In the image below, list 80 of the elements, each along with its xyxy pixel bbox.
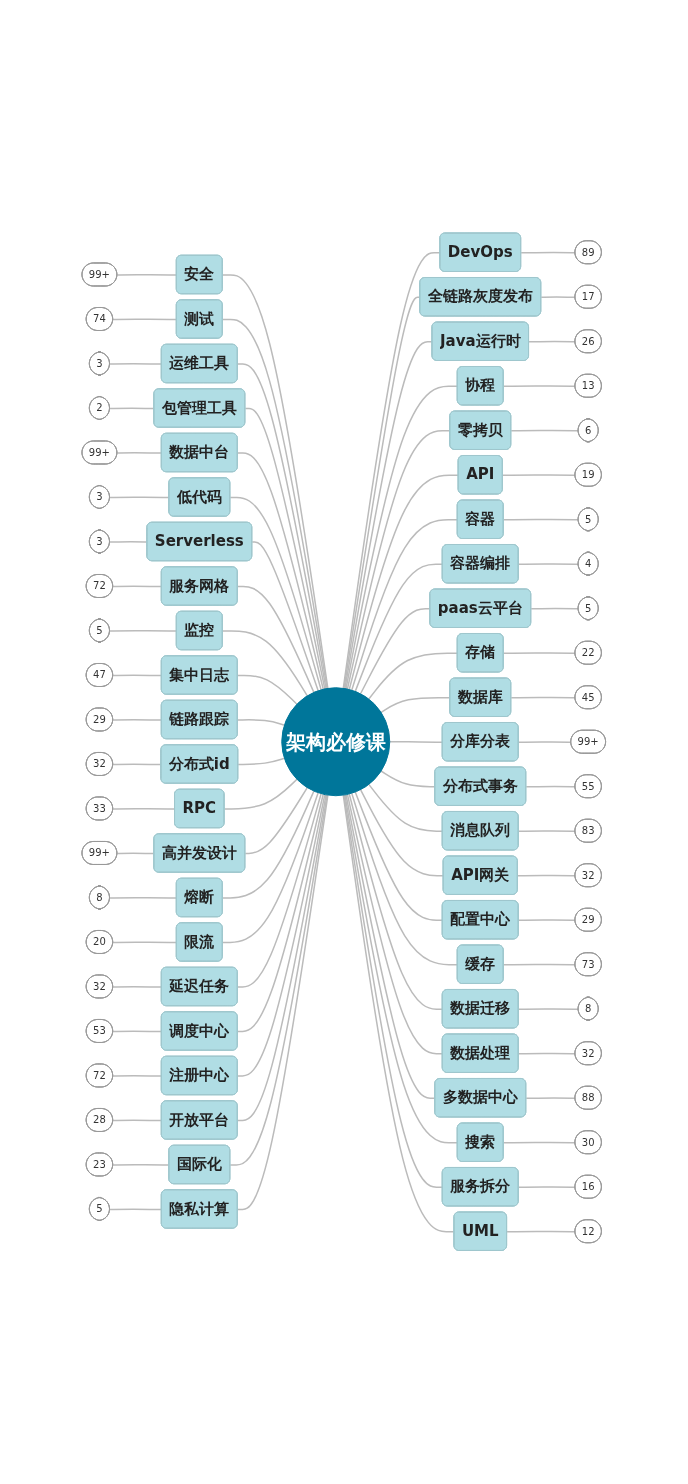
connector [244, 787, 309, 855]
connector [237, 793, 325, 1033]
connector [237, 757, 286, 766]
connector [112, 585, 163, 588]
connector [502, 474, 577, 477]
connector [109, 897, 178, 899]
connector [389, 741, 444, 744]
connector [251, 541, 320, 692]
connector [109, 496, 171, 499]
connector [368, 652, 459, 701]
connector [342, 252, 442, 690]
connector [112, 719, 163, 721]
connector [503, 518, 580, 521]
connector [112, 986, 163, 988]
connector [237, 363, 327, 690]
connector [222, 630, 309, 697]
connector [229, 794, 328, 1166]
connector [237, 793, 323, 988]
connector [237, 452, 325, 691]
connector [237, 794, 329, 1211]
connector [112, 1075, 163, 1077]
connector [112, 674, 163, 677]
connector [112, 318, 178, 321]
connector [346, 793, 444, 1055]
connector [510, 696, 577, 699]
connector [368, 783, 444, 833]
connector [510, 429, 580, 432]
connector [518, 919, 577, 922]
connector [116, 274, 178, 276]
connector [348, 474, 460, 691]
connector [109, 630, 178, 632]
connector [344, 341, 434, 690]
connector [244, 407, 326, 690]
connector [222, 790, 315, 899]
connector [503, 385, 577, 388]
connector [525, 1097, 577, 1100]
connector [112, 808, 176, 810]
connector [229, 496, 323, 691]
connector [112, 1030, 163, 1033]
connector [237, 719, 286, 727]
connector [112, 763, 163, 766]
connector [109, 407, 156, 410]
connector [112, 941, 178, 944]
connector [528, 340, 577, 343]
connector [344, 794, 459, 1144]
connector [518, 1186, 577, 1189]
connector [354, 563, 444, 693]
connector [237, 674, 298, 706]
connector [345, 385, 459, 690]
connector [540, 296, 577, 299]
connector [518, 1052, 577, 1055]
connector [351, 792, 459, 966]
connector [237, 585, 315, 694]
connector [503, 963, 577, 966]
connector [520, 251, 577, 254]
connector [109, 1208, 163, 1211]
connector [518, 1008, 580, 1011]
connector [503, 652, 577, 655]
connector [112, 1119, 163, 1122]
connector [342, 794, 456, 1233]
connector [525, 785, 577, 788]
connector [503, 1141, 577, 1144]
connector [109, 363, 163, 365]
node-circle: 架构必修课 [281, 687, 391, 797]
connector [222, 792, 320, 944]
connector [348, 793, 444, 1011]
connector [517, 874, 577, 877]
connector [506, 1230, 577, 1233]
connector [224, 778, 298, 810]
connector [116, 452, 163, 454]
connector [109, 541, 149, 543]
connector [343, 794, 444, 1189]
connector [530, 607, 580, 610]
connector [518, 563, 580, 566]
connector [351, 519, 459, 692]
connector [518, 830, 577, 833]
connector [354, 791, 444, 922]
connector [112, 1164, 171, 1166]
connector [116, 852, 156, 855]
connector [360, 789, 445, 877]
